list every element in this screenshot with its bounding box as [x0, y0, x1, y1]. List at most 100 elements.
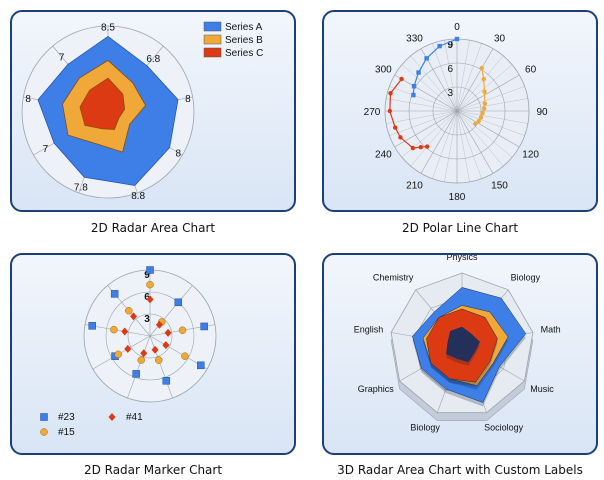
series-point	[473, 121, 478, 127]
series-3-marker	[146, 295, 154, 304]
data-label: 8.8	[131, 191, 145, 202]
series-point	[480, 111, 485, 116]
data-label: 8.5	[101, 22, 115, 33]
radar-area-3d-chart: PhysicsBiologyMathMusicSociologyBiologyG…	[354, 255, 561, 433]
category-label: Math	[541, 325, 561, 335]
polar-spoke	[456, 110, 482, 179]
radial-label: 9	[447, 40, 453, 51]
series-1-marker	[146, 266, 154, 274]
data-label: 8	[175, 149, 181, 160]
series-3-marker	[130, 312, 138, 321]
legend-marker	[40, 428, 48, 436]
legend-label: Series A	[225, 22, 263, 33]
radial-label: 3	[447, 88, 453, 99]
radar-spoke	[127, 335, 151, 399]
category-label: Music	[530, 384, 554, 394]
legend-label: Series B	[225, 35, 263, 46]
category-label: Graphics	[358, 384, 395, 394]
series-2-marker	[125, 306, 133, 315]
series-3-marker	[164, 328, 172, 337]
series-area-4	[446, 326, 480, 363]
polar-spoke	[432, 110, 458, 179]
series-point	[411, 92, 416, 98]
legend-marker	[108, 413, 116, 421]
series-1-marker	[197, 361, 205, 370]
series-point	[476, 118, 481, 124]
legend-label: #15	[58, 427, 75, 438]
series-point	[481, 106, 487, 111]
polar-spoke	[456, 110, 504, 167]
series-point	[424, 56, 429, 61]
data-label: 6.8	[146, 54, 160, 65]
series-2-marker	[146, 280, 154, 289]
legend-label: Series C	[225, 48, 263, 59]
data-label: 8	[25, 94, 31, 105]
series-point	[387, 108, 392, 114]
polar-spoke	[394, 74, 458, 112]
legend-marker	[40, 413, 48, 421]
series-1-marker	[174, 298, 183, 307]
radar-marker-chart: 369#23#15#41	[40, 266, 217, 438]
category-label: Chemistry	[373, 273, 414, 283]
legend: #23#15#41	[40, 412, 143, 438]
data-label: 7	[59, 53, 65, 64]
polar-spoke	[456, 40, 470, 112]
polar-spoke	[456, 110, 513, 158]
caption-polar-line: 2D Polar Line Chart	[401, 221, 519, 235]
legend-label: #23	[58, 412, 75, 423]
angle-label: 300	[375, 65, 392, 76]
angle-label: 330	[406, 33, 423, 44]
series-point	[398, 135, 403, 140]
polar-spoke	[410, 55, 458, 112]
series-1-marker	[88, 322, 96, 330]
polar-spoke	[456, 74, 520, 112]
polar-spoke	[389, 86, 458, 112]
series-2-marker	[114, 350, 122, 359]
category-label: Biology	[511, 273, 541, 283]
series-3-marker	[121, 327, 129, 336]
data-label: 8	[185, 94, 191, 105]
legend-swatch	[203, 47, 222, 58]
series-3-marker	[151, 345, 159, 354]
series-point	[479, 65, 484, 71]
angle-label: 90	[536, 107, 548, 118]
series-point	[416, 70, 421, 75]
polar-spoke	[456, 55, 504, 112]
series-point	[478, 115, 484, 120]
data-label: 7.8	[74, 183, 88, 194]
polar-spoke	[456, 48, 494, 112]
radial-label: 6	[144, 292, 150, 303]
series-2-marker	[181, 352, 189, 360]
polar-spoke	[456, 110, 528, 124]
angle-label: 210	[406, 181, 423, 192]
legend-swatch	[203, 21, 222, 32]
polar-spoke	[420, 110, 458, 174]
series-point	[454, 36, 460, 42]
series-1-marker	[200, 322, 208, 331]
polar-spoke	[456, 86, 525, 112]
series-point	[392, 125, 398, 130]
radial-label: 9	[144, 270, 150, 281]
caption-radar-3d: 3D Radar Area Chart with Custom Labels	[337, 463, 583, 477]
polar-spoke	[456, 110, 494, 174]
polar-spoke	[456, 110, 520, 148]
radar-area-chart: 8.5 6.8 8 8 8.8 7.8 7 8 7 Series A Series B Series …	[21, 21, 263, 202]
series-point	[418, 145, 423, 150]
series-2-marker	[178, 326, 187, 335]
data-label: 7	[43, 144, 49, 155]
polar-spoke	[401, 110, 458, 158]
series-3-marker	[140, 349, 148, 358]
series-2-marker	[110, 325, 118, 334]
radial-label: 6	[447, 64, 453, 75]
polar-spoke	[386, 110, 458, 124]
radar-spoke	[149, 335, 173, 399]
chart-panel-radar-area: 8.5 6.8 8 8 8.8 7.8 7 8 7 Series A Series B Series …	[10, 10, 296, 212]
angle-label: 240	[375, 150, 392, 161]
series-area-3	[79, 77, 125, 130]
series-1-marker	[132, 370, 140, 378]
polar-spoke	[456, 43, 482, 112]
